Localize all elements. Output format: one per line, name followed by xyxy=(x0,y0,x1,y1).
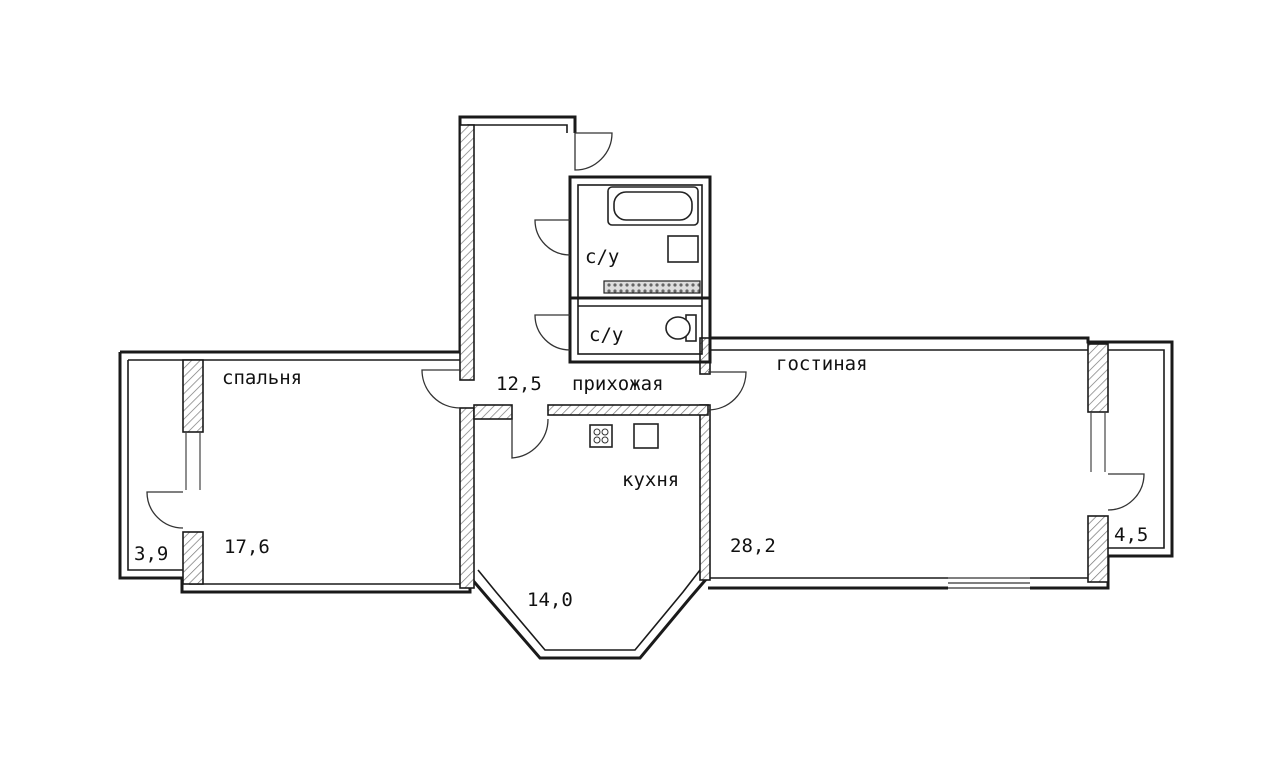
toilet-label: с/у xyxy=(589,324,623,346)
sink xyxy=(667,235,699,263)
living-room-area: 28,2 xyxy=(730,535,776,557)
hallway-area: 12,5 xyxy=(496,373,542,395)
bathroom-label: с/у xyxy=(585,246,619,268)
hallway-label: прихожая xyxy=(572,373,664,395)
bedroom-label: спальня xyxy=(222,367,302,389)
balcony-left-area: 3,9 xyxy=(134,543,168,565)
stove xyxy=(589,424,613,448)
kitchen-fixtures xyxy=(589,423,659,449)
kitchen-label: кухня xyxy=(622,469,679,491)
doors xyxy=(146,132,1145,529)
windows xyxy=(185,412,1106,490)
kitchen-area: 14,0 xyxy=(527,589,573,611)
room-labels: спальня 17,6 3,9 12,5 прихожая с/у с/у к… xyxy=(134,246,1148,611)
bedroom-area: 17,6 xyxy=(224,536,270,558)
hatched-partitions xyxy=(182,124,1109,589)
bathroom-block xyxy=(568,175,712,364)
kitchen-sink xyxy=(633,423,659,449)
living-room-label: гостиная xyxy=(776,353,868,375)
balcony-right-area: 4,5 xyxy=(1114,524,1148,546)
